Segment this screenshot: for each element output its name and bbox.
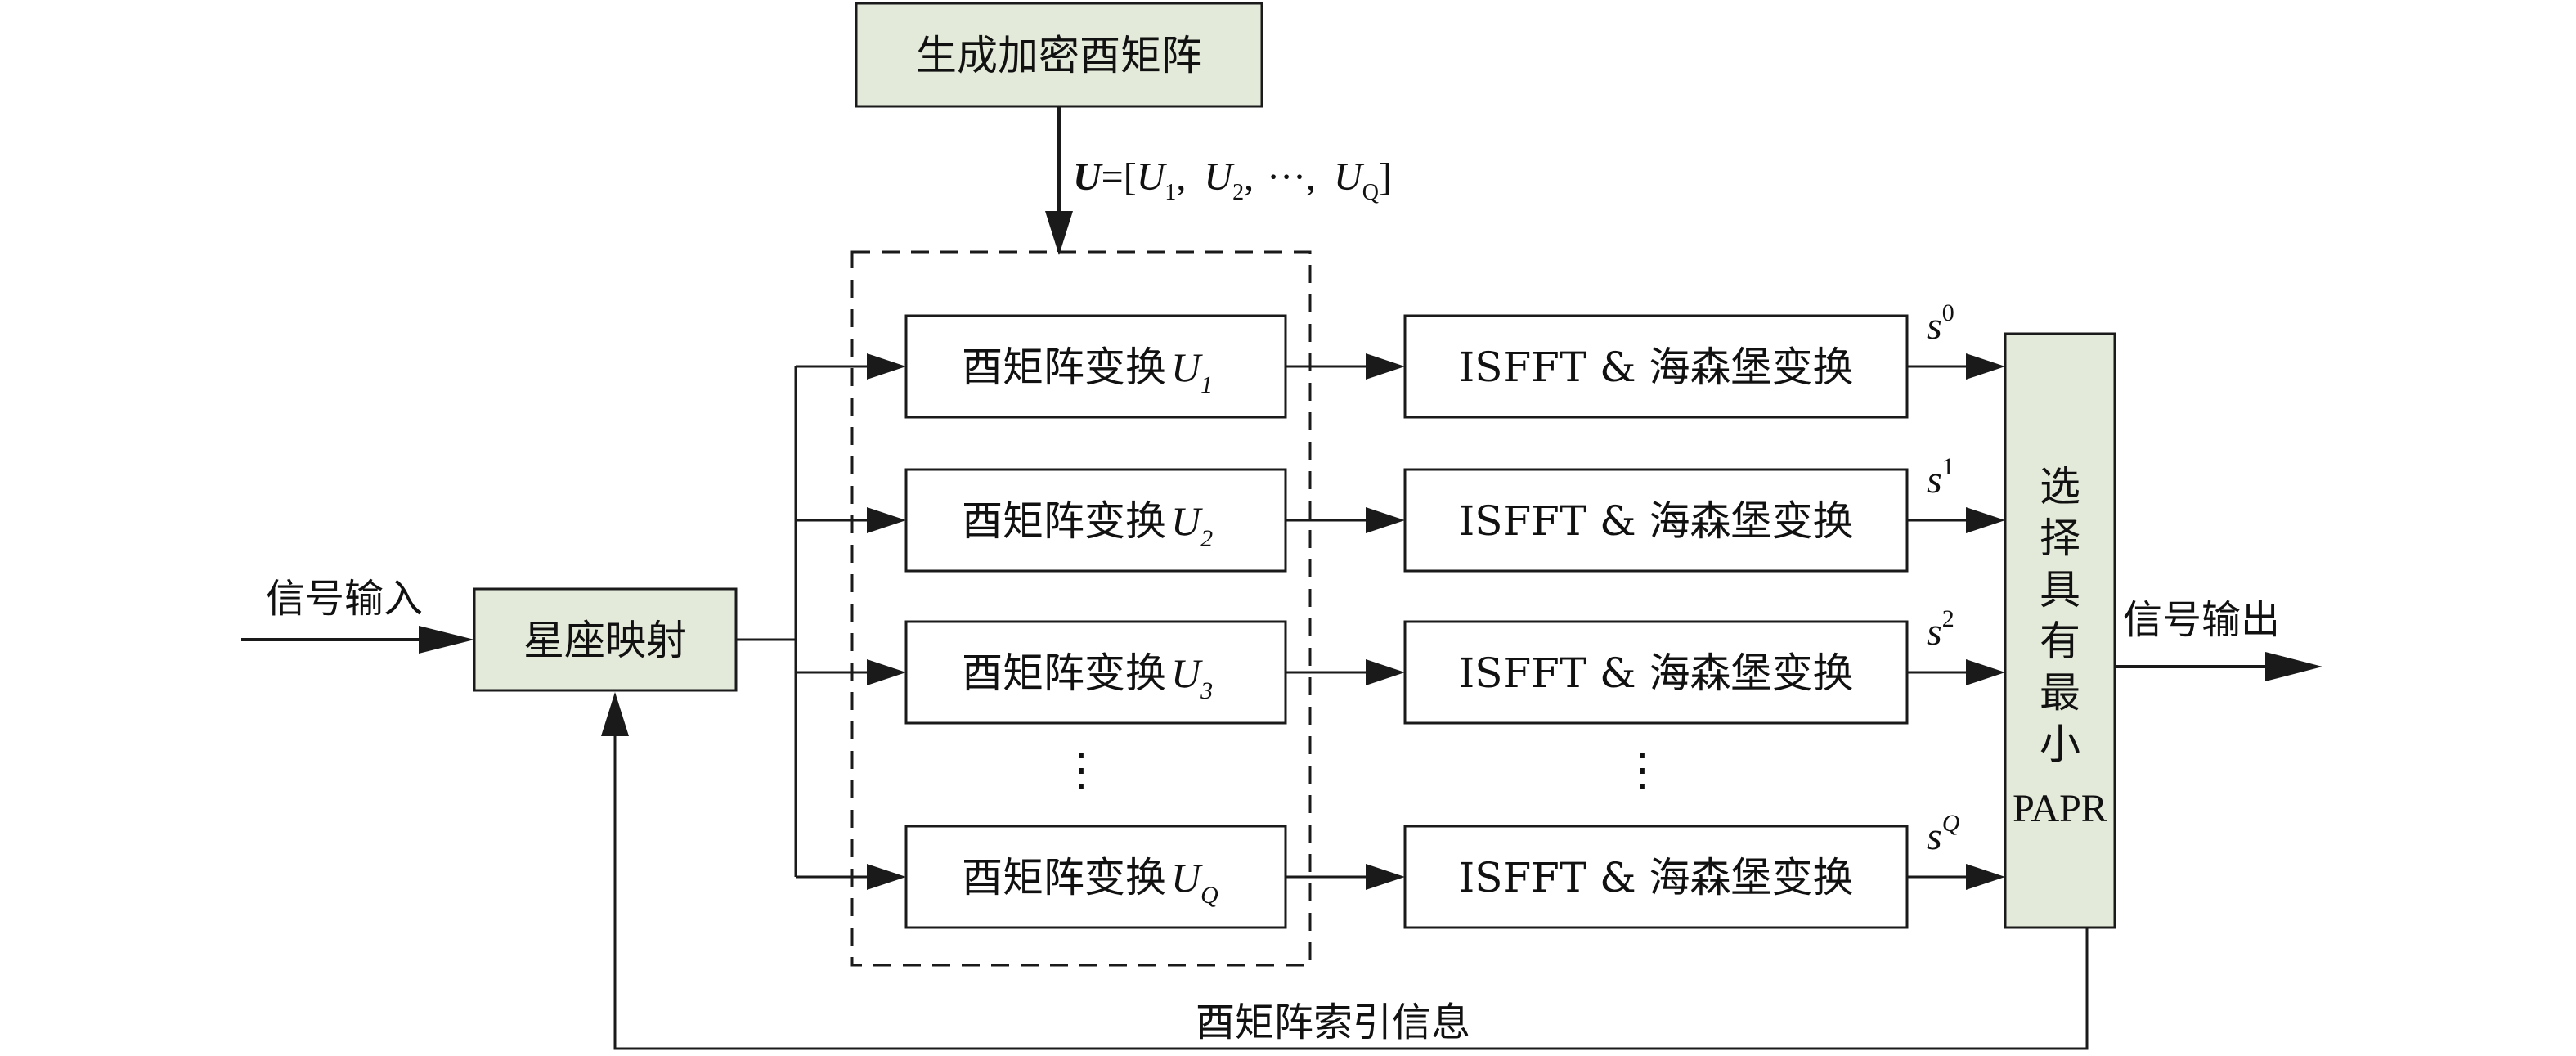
bus-to-transform-arrowhead [867,353,906,380]
generate-matrix-label: 生成加密酉矩阵 [916,32,1202,79]
signal-output-arrowhead [2265,652,2322,681]
select-char-5: 最 [2040,669,2080,717]
transform-to-isfft-arrowhead [1366,864,1405,890]
feedback-path [613,736,2089,1050]
unitary-subscript: 3 [1200,677,1213,704]
signal-output-label: 信号输出 [2123,597,2280,643]
unitary-symbol: U [1171,344,1203,390]
select-char-4: 有 [2040,618,2080,665]
row-output-symbol: sQ [1927,810,1960,858]
unitary-subscript: 1 [1200,371,1213,398]
isfft-heisenberg-label: ISFFT & 海森堡变换 [1458,854,1853,901]
signal-input-label: 信号输入 [266,576,423,622]
feedback-label: 酉矩阵索引信息 [1196,1000,1470,1045]
row-output-base: s [1927,458,1942,501]
bus-to-transform-arrowhead [867,659,906,685]
row-output-symbol: s1 [1927,453,1954,501]
matrix-u2-sub: 2 [1232,180,1244,205]
unitary-transform-text: 酉矩阵变换 [962,854,1166,901]
matrix-feed-arrowhead [1045,211,1073,255]
select-min-papr-block: 选 择 具 有 最 小 PAPR [2004,332,2116,929]
unitary-subscript: Q [1200,882,1218,909]
isfft-to-select-arrowhead [1966,353,2005,380]
matrix-u2: U [1204,155,1235,199]
transform-to-isfft-arrowhead [1366,659,1405,685]
matrix-u1-sub: 1 [1165,180,1176,205]
row-output-superscript: 1 [1942,453,1954,480]
row-output-symbol: s2 [1927,605,1954,654]
matrix-sep-2: , [1244,155,1254,199]
matrix-expression: U=[U1,U2,···,UQ] [1073,155,1392,205]
row-output-superscript: Q [1942,810,1960,837]
matrix-uq-sub: Q [1362,180,1379,205]
matrix-lhs: U [1073,155,1103,199]
isfft-heisenberg-label: ISFFT & 海森堡变换 [1458,497,1853,545]
matrix-sep-3: , [1306,155,1316,199]
unitary-transform-box [904,314,1287,419]
row-output-base: s [1927,815,1942,858]
isfft-ellipsis: ⋮ [1619,745,1665,796]
select-char-3: 具 [2040,566,2080,613]
unitary-subscript: 2 [1200,525,1213,552]
constellation-mapping-box [473,587,738,692]
matrix-eq: =[ [1102,155,1137,199]
isfft-heisenberg-box [1403,620,1909,725]
matrix-u1: U [1137,155,1168,199]
signal-input-arrowhead [419,626,474,654]
select-char-1: 选 [2040,463,2080,510]
bus-to-transform-arrowhead [867,507,906,533]
select-char-2: 择 [2040,515,2080,562]
isfft-heisenberg-label: ISFFT & 海森堡变换 [1458,649,1853,697]
row-output-base: s [1927,304,1942,348]
isfft-heisenberg-label: ISFFT & 海森堡变换 [1458,344,1853,391]
transform-to-isfft-arrowhead [1366,353,1405,380]
unitary-symbol: U [1171,855,1203,901]
unitary-symbol: U [1171,650,1203,696]
select-papr-label: PAPR [2013,787,2107,830]
constellation-mapping-block: 星座映射 [473,587,738,692]
select-min-papr-box [2004,332,2116,929]
generate-matrix-box [855,2,1263,108]
constellation-mapping-label: 星座映射 [523,617,687,664]
unitary-transform-text: 酉矩阵变换 [962,649,1166,697]
isfft-to-select-arrowhead [1966,864,2005,890]
select-char-6: 小 [2040,721,2080,768]
unitary-transform-box [904,468,1287,573]
matrix-ellipsis: ··· [1267,155,1306,199]
unitary-symbol: U [1171,498,1203,544]
row-output-symbol: s0 [1927,299,1954,348]
unitary-transform-text: 酉矩阵变换 [962,344,1166,391]
transform-to-isfft-arrowhead [1366,507,1405,533]
transform-ellipsis: ⋮ [1058,745,1104,796]
matrix-uq: U [1334,155,1365,199]
matrix-sep-1: , [1176,155,1186,199]
isfft-to-select-arrowhead [1966,659,2005,685]
unitary-transform-text: 酉矩阵变换 [962,497,1166,545]
generate-matrix-block: 生成加密酉矩阵 [855,2,1263,108]
isfft-to-select-arrowhead [1966,507,2005,533]
row-output-superscript: 2 [1942,605,1954,632]
matrix-close: ] [1379,155,1392,199]
row-output-superscript: 0 [1942,299,1954,326]
transform-group-dashed-border [850,250,1312,967]
unitary-transform-box [904,620,1287,725]
bus-to-transform-arrowhead [867,864,906,890]
isfft-heisenberg-box [1403,825,1909,929]
unitary-transform-box [904,825,1287,929]
row-output-base: s [1927,610,1942,654]
feedback-arrowhead [601,692,629,736]
